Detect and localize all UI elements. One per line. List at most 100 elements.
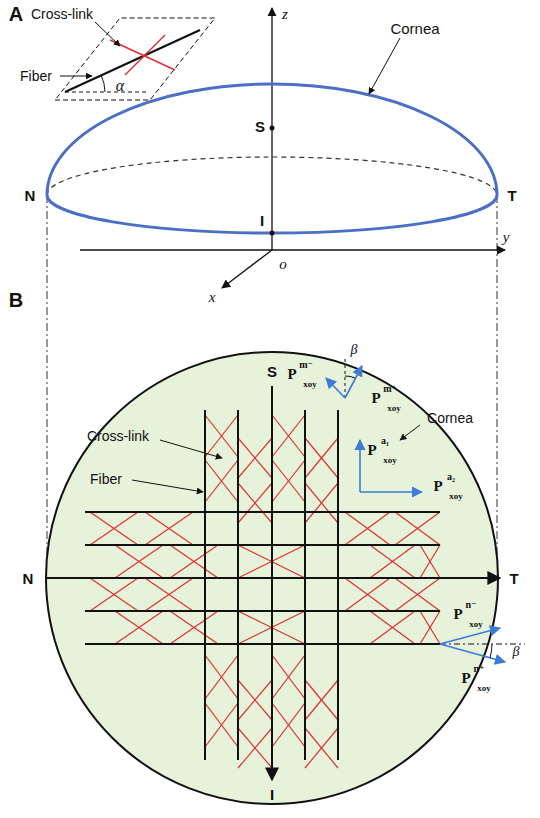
axis-label: y <box>503 230 510 245</box>
vector-subscript: xoy <box>449 492 463 501</box>
cross-link-line <box>272 655 305 699</box>
axis-label: o <box>279 257 287 272</box>
reference-line <box>440 644 525 645</box>
vector-subscript: xoy <box>469 620 483 629</box>
cross-link-line <box>145 578 193 611</box>
cross-link-line <box>238 483 272 523</box>
cross-link-line <box>145 512 193 545</box>
projection-line <box>497 195 498 578</box>
cross-link-line <box>170 545 218 578</box>
alpha-arc <box>101 75 105 92</box>
direction-label: T <box>509 571 518 586</box>
cross-link-line <box>205 703 238 747</box>
cross-link-line <box>345 512 390 545</box>
vector-superscript: n⁺ <box>474 664 485 674</box>
fiber-line <box>204 410 206 760</box>
cross-link-line <box>170 611 218 644</box>
angle-symbol: α <box>116 78 124 94</box>
vector-superscript: a₁ <box>381 436 389 446</box>
vector-superscript: a₂ <box>447 472 455 482</box>
cross-link-line <box>420 611 440 644</box>
cross-link-line <box>395 512 440 545</box>
vector-superscript: m⁻ <box>299 360 313 370</box>
leader-line <box>95 22 120 46</box>
fiber-line <box>65 30 200 92</box>
cross-link-line <box>90 512 138 545</box>
vector-superscript: n⁻ <box>466 600 477 610</box>
projection-line <box>47 195 48 578</box>
panel-b <box>46 352 525 804</box>
cross-link-line <box>370 545 415 578</box>
vector-subscript: xoy <box>303 380 317 389</box>
x-axis <box>222 250 272 288</box>
cross-link-line <box>145 578 193 611</box>
direction-label: S <box>267 364 277 379</box>
cross-link-line <box>115 611 163 644</box>
cross-link-line <box>305 483 338 523</box>
part-label: Fiber <box>90 472 122 486</box>
direction-label: T <box>507 188 516 203</box>
cross-link-line <box>420 611 440 644</box>
vector-symbol: P <box>453 607 462 622</box>
cross-link-line <box>272 415 305 457</box>
vector-symbol: P <box>367 443 376 458</box>
direction-label: I <box>260 213 264 228</box>
base-ellipse-front <box>47 195 497 233</box>
cross-link-line <box>370 545 415 578</box>
vector-arrow <box>440 628 500 644</box>
cross-link-line <box>170 611 218 644</box>
part-label: Cross-link <box>31 7 93 21</box>
cross-link-line <box>145 512 193 545</box>
leader-line <box>400 425 420 440</box>
vector-arrow <box>359 440 361 492</box>
direction-label: N <box>25 188 36 203</box>
cross-link-line <box>305 438 338 478</box>
cross-link-line <box>115 545 163 578</box>
cross-link-line <box>238 680 272 720</box>
cross-link-line <box>115 545 163 578</box>
cross-link-line <box>238 728 272 768</box>
cross-link-line <box>205 655 238 699</box>
cross-link-line <box>345 578 390 611</box>
fiber-line <box>85 544 440 546</box>
direction-label: I <box>270 787 274 802</box>
cross-link-line <box>238 483 272 523</box>
vector-arrow <box>360 491 422 493</box>
part-label: Cornea <box>427 411 473 425</box>
fiber-grid <box>85 410 440 760</box>
fiber-line <box>337 410 339 760</box>
leader-line <box>160 440 222 458</box>
cross-link-line <box>305 483 338 523</box>
cross-link-line <box>238 680 272 720</box>
cross-link-line <box>272 703 305 747</box>
leader-line <box>60 76 92 77</box>
y-axis <box>80 249 505 250</box>
direction-label: S <box>255 119 265 134</box>
part-label: Cross-link <box>87 429 149 443</box>
part-label: Fiber <box>20 69 52 83</box>
cross-link-line <box>305 728 338 768</box>
fiber-line <box>304 410 306 760</box>
cross-link-line <box>205 415 238 457</box>
cross-link-line <box>305 728 338 768</box>
leader-line <box>369 38 400 94</box>
cross-link-line <box>205 460 238 502</box>
cross-link-line <box>205 460 238 502</box>
tangent-plane <box>55 18 215 100</box>
cross-link-line <box>370 611 415 644</box>
n-t-axis <box>47 577 500 579</box>
cross-link-line <box>305 438 338 478</box>
leader-line <box>132 480 203 492</box>
cross-link-line <box>370 611 415 644</box>
angle-symbol: β <box>351 343 358 357</box>
part-label: Cornea <box>390 21 439 36</box>
cross-link-line <box>272 703 305 747</box>
vector-symbol: P <box>433 479 442 494</box>
vector-superscript: m⁺ <box>383 384 397 394</box>
cross-link-line <box>305 680 338 720</box>
vector-symbol: P <box>287 367 296 382</box>
beta-arc <box>490 644 492 658</box>
fiber-line <box>85 610 440 612</box>
